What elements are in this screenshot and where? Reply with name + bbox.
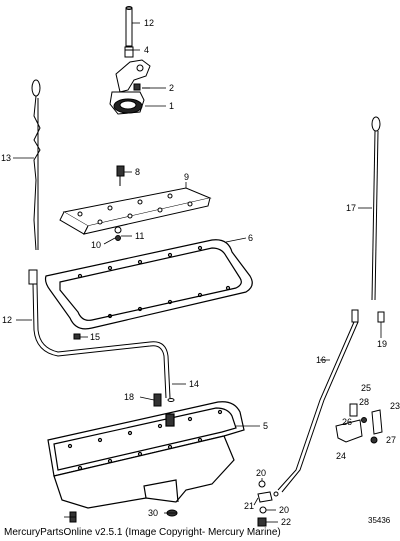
callout-10: 10 — [91, 240, 101, 250]
windage-tray[interactable] — [59, 165, 212, 241]
callout-11: 11 — [135, 231, 144, 241]
dipstick-tube-left[interactable] — [28, 269, 171, 399]
callout-16: 16 — [316, 355, 326, 365]
callout-2: 2 — [169, 83, 174, 93]
callout-21: 21 — [244, 501, 254, 511]
callout-12: 12 — [2, 315, 12, 325]
oil-pan[interactable] — [47, 401, 245, 509]
callout-18: 18 — [124, 392, 134, 402]
callout-8: 8 — [135, 167, 140, 177]
callout-3: 12 — [144, 18, 154, 28]
callout-labels: 12 4 2 1 13 8 9 10 11 6 12 15 14 18 5 16… — [1, 18, 400, 527]
callout-26: 26 — [342, 417, 352, 427]
oil-pan-gasket[interactable] — [44, 239, 253, 330]
callout-20b: 20 — [279, 505, 289, 515]
callout-6: 6 — [248, 233, 253, 243]
leader-lines — [13, 22, 382, 523]
copyright-footer: MercuryPartsOnline v2.5.1 (Image Copyrig… — [4, 527, 281, 538]
callout-30: 30 — [148, 508, 158, 518]
callout-19: 19 — [377, 339, 387, 349]
callout-20a: 20 — [256, 468, 266, 478]
dipstick-tube-right[interactable] — [277, 309, 359, 493]
oil-pump[interactable] — [109, 59, 151, 115]
callout-22: 22 — [281, 517, 291, 527]
dipstick-right[interactable] — [371, 116, 385, 323]
callout-14: 14 — [189, 379, 199, 389]
callout-23: 23 — [390, 401, 400, 411]
dipstick-left[interactable] — [31, 79, 41, 251]
callout-13: 13 — [1, 153, 11, 163]
callout-25: 25 — [361, 383, 371, 393]
callout-5: 5 — [263, 421, 268, 431]
callout-4: 4 — [144, 45, 149, 55]
callout-28: 28 — [359, 397, 369, 407]
tube-bracket[interactable] — [335, 403, 383, 444]
callout-17: 17 — [346, 203, 356, 213]
figure-number: 35436 — [368, 516, 391, 525]
callout-24: 24 — [336, 451, 346, 461]
callout-15: 15 — [90, 332, 100, 342]
callout-27: 27 — [386, 435, 396, 445]
bolts[interactable] — [153, 393, 175, 407]
callout-9: 9 — [184, 172, 189, 182]
oil-pump-shaft[interactable] — [124, 6, 134, 58]
callout-1: 1 — [169, 101, 174, 111]
